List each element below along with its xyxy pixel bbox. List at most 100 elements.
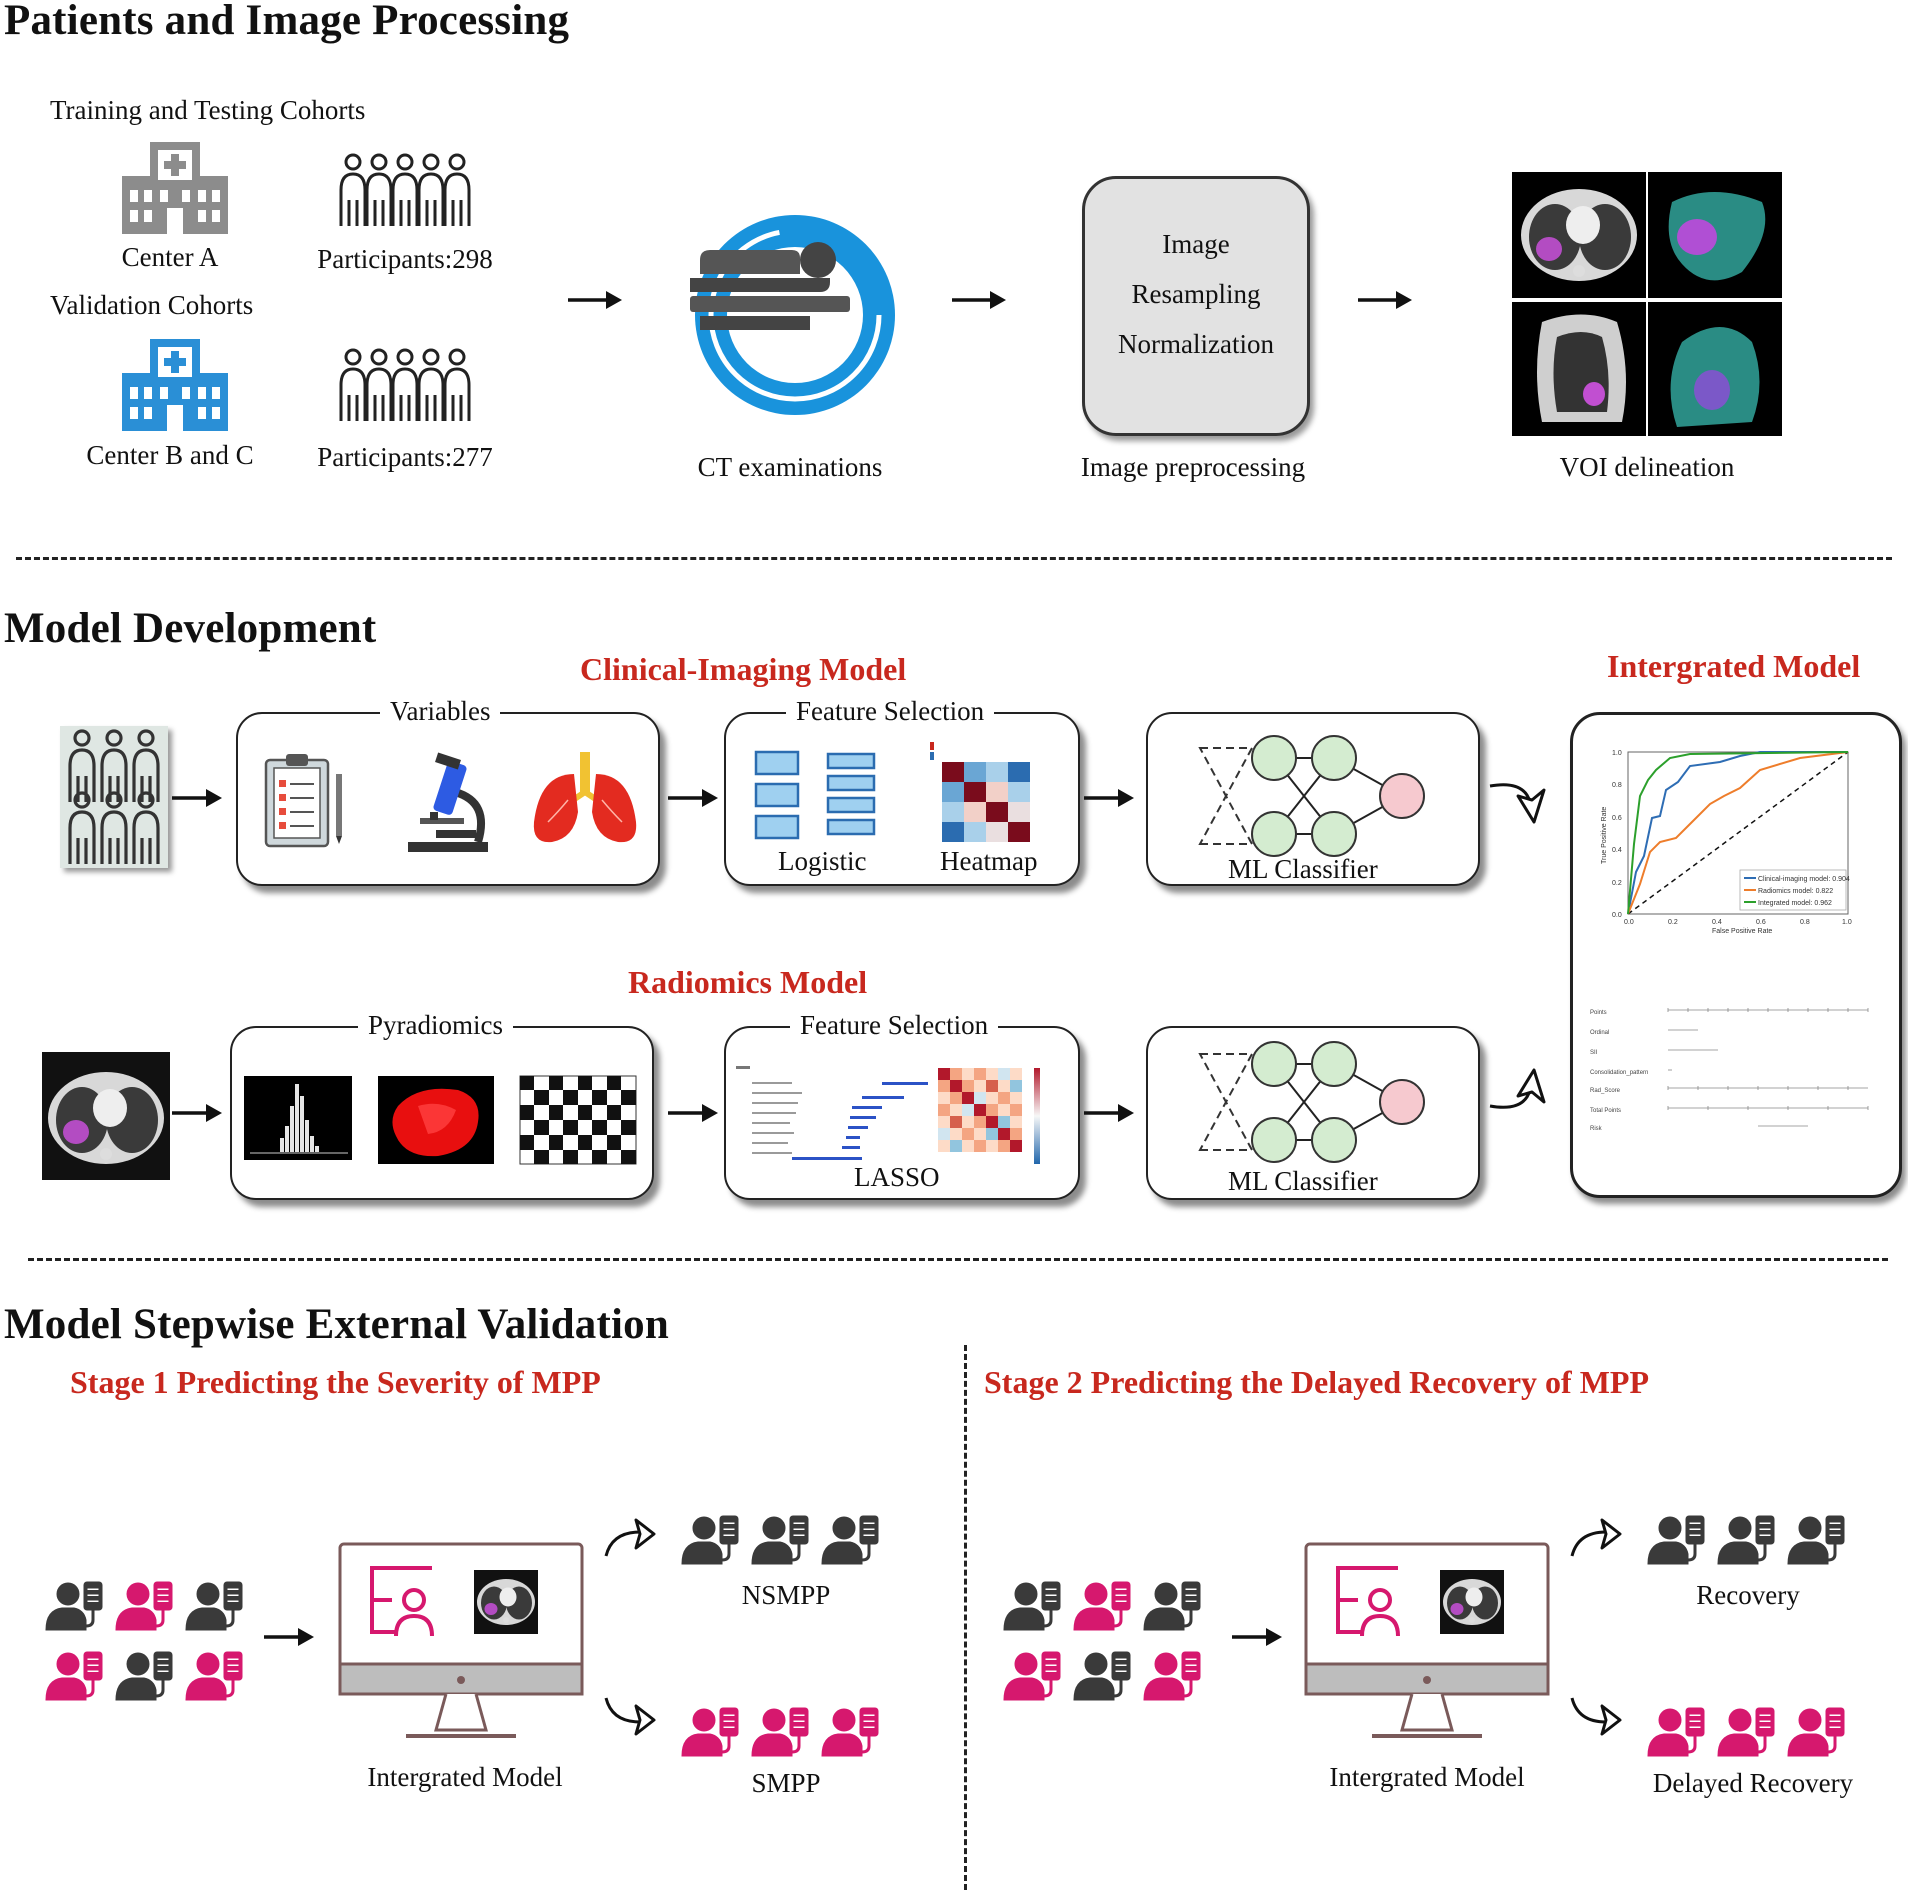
voi-image-panel: [1512, 172, 1782, 436]
nsmpp-label: NSMPP: [741, 1580, 831, 1610]
curved-arrow-down-icon-2: [1570, 1696, 1622, 1736]
ct-slice-image: [42, 1052, 170, 1180]
lasso-coefficient-icon: [736, 1066, 928, 1160]
divider-1: [16, 557, 1892, 560]
preproc-label: Image preprocessing: [1080, 452, 1306, 482]
stage1-title: Stage 1 Predicting the Severity of MPP: [70, 1364, 601, 1400]
preprocessing-box: Image Resampling Normalization: [1082, 176, 1310, 436]
heatmap-label: Heatmap: [940, 846, 1038, 876]
recovery-patients: [1646, 1514, 1846, 1566]
nomogram-row-points: Points: [1590, 1010, 1607, 1016]
arrow-right-icon-10: [264, 1628, 314, 1646]
monitor-icon-1: [338, 1542, 584, 1738]
stage-divider: [964, 1345, 967, 1890]
participants-group-icon: [339, 153, 471, 228]
smpp-patients: [680, 1706, 880, 1758]
arrow-right-icon-8: [668, 1104, 718, 1122]
delayed-recovery-patients: [1646, 1706, 1846, 1758]
ct-label: CT examinations: [697, 452, 883, 482]
curved-arrow-icon-2: [1489, 1068, 1546, 1109]
ct-scanner-icon: [690, 215, 895, 415]
training-cohorts-label: Training and Testing Cohorts: [50, 95, 366, 125]
section-title-validation: Model Stepwise External Validation: [4, 1301, 669, 1348]
participants-bc-label: Participants:277: [317, 442, 493, 472]
preproc-line-image: Image: [1162, 229, 1230, 259]
voi-label: VOI delineation: [1559, 452, 1735, 482]
preproc-line-resampling: Resampling: [1131, 279, 1261, 309]
neural-network-icon-1: [1199, 735, 1425, 857]
arrow-right-icon-6: [1084, 789, 1134, 807]
section-title-patients: Patients and Image Processing: [4, 0, 570, 44]
arrow-right-icon-7: [172, 1104, 222, 1122]
nomogram-row-radscore: Rad_Score: [1590, 1088, 1621, 1094]
nomogram-row-consolidation: Consolidation_pattern: [1590, 1070, 1648, 1076]
delayed-recovery-label: Delayed Recovery: [1652, 1768, 1854, 1798]
roc-ytick-3: 0.6: [1612, 815, 1622, 822]
roc-xtick-1: 0.2: [1668, 919, 1678, 926]
roc-ytick-0: 0.0: [1612, 912, 1622, 919]
patients-mixed-group-1: [44, 1580, 244, 1702]
nsmpp-patients: [680, 1514, 880, 1566]
stage2-title: Stage 2 Predicting the Delayed Recovery …: [984, 1364, 1649, 1400]
roc-ytick-5: 1.0: [1612, 750, 1622, 757]
roc-ytick-2: 0.4: [1612, 847, 1622, 854]
neural-network-icon-2: [1199, 1041, 1425, 1163]
recovery-label: Recovery: [1696, 1580, 1800, 1610]
roc-legend-2: Radiomics model: 0.822: [1758, 888, 1833, 895]
roc-legend-3: Integrated model: 0.962: [1758, 900, 1832, 907]
radiomics-title: Radiomics Model: [628, 964, 868, 1000]
integrated-model-label-1: Intergrated Model: [367, 1762, 563, 1792]
arrow-right-icon-2: [952, 291, 1006, 309]
preproc-line-normalization: Normalization: [1118, 329, 1274, 359]
hospital-gray-icon: [122, 142, 228, 234]
nomogram-row-total: Total Points: [1590, 1108, 1621, 1114]
microscope-icon: [408, 752, 488, 852]
ml-classifier-label-1: ML Classifier: [1228, 854, 1378, 884]
roc-xlabel: False Positive Rate: [1712, 928, 1772, 935]
arrow-right-icon-5: [668, 789, 718, 807]
curved-arrow-down-icon-1: [604, 1696, 656, 1736]
arrow-right-icon-9: [1084, 1104, 1134, 1122]
lungs-icon: [533, 752, 637, 843]
arrow-right-icon: [568, 291, 622, 309]
clinical-imaging-title: Clinical-Imaging Model: [580, 651, 907, 687]
center-bc-label: Center B and C: [86, 440, 254, 470]
patient-card: [60, 726, 168, 868]
validation-cohorts-label: Validation Cohorts: [50, 290, 254, 320]
feature-selection-label-2: Feature Selection: [790, 1010, 999, 1041]
nomogram-row-ordinal: Ordinal: [1590, 1030, 1609, 1036]
curved-arrow-up-icon-2: [1570, 1518, 1622, 1558]
feature-selection-label-1: Feature Selection: [786, 696, 995, 727]
arrow-right-icon-4: [172, 789, 222, 807]
curved-arrow-up-icon-1: [604, 1518, 656, 1558]
lasso-label: LASSO: [854, 1162, 940, 1192]
roc-ytick-4: 0.8: [1612, 782, 1622, 789]
heatmap-icon: [930, 742, 1030, 842]
patients-mixed-group-2: [1002, 1580, 1202, 1702]
correlation-heatmap-icon: [938, 1068, 1040, 1164]
roc-ytick-1: 0.2: [1612, 880, 1622, 887]
participants-a-label: Participants:298: [317, 244, 493, 274]
roc-xtick-4: 0.8: [1800, 919, 1810, 926]
integrated-model-label-2: Intergrated Model: [1329, 1762, 1525, 1792]
pyradiomics-label: Pyradiomics: [358, 1010, 513, 1041]
curved-arrow-icon-1: [1489, 783, 1546, 824]
roc-legend-1: Clinical-imaging model: 0.904: [1758, 876, 1850, 883]
center-a-label: Center A: [121, 242, 219, 272]
smpp-label: SMPP: [751, 1768, 821, 1798]
roc-ylabel: True Positive Rate: [1601, 807, 1608, 864]
nomogram-row-risk: Risk: [1590, 1126, 1603, 1132]
roc-xtick-5: 1.0: [1842, 919, 1852, 926]
arrow-right-icon-3: [1358, 291, 1412, 309]
integrated-title: Intergrated Model: [1607, 648, 1861, 684]
clipboard-icon: [264, 754, 342, 848]
ml-classifier-label-2: ML Classifier: [1228, 1166, 1378, 1196]
texture-checkerboard-icon: [519, 1075, 637, 1165]
arrow-right-icon-11: [1232, 1628, 1282, 1646]
divider-2: [28, 1258, 1888, 1261]
logistic-blocks-icon: [754, 750, 876, 840]
roc-xtick-2: 0.4: [1712, 919, 1722, 926]
section-title-model-dev: Model Development: [4, 605, 377, 652]
logistic-label: Logistic: [778, 846, 867, 876]
3d-lesion-icon: [378, 1076, 494, 1164]
